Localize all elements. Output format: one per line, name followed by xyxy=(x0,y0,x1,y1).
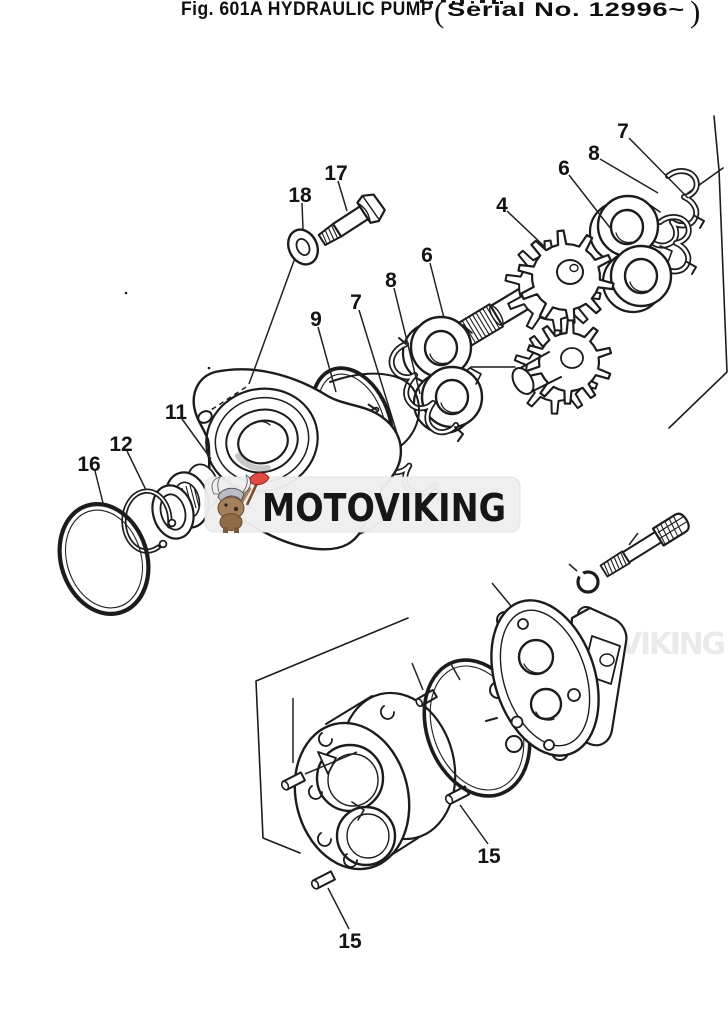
watermark-brand-text: MOTOVIKING xyxy=(262,486,506,530)
viking-mascot-icon xyxy=(211,472,270,533)
callout-leader-15 xyxy=(327,887,350,930)
cover-bolt xyxy=(599,512,690,578)
bolt-17 xyxy=(317,193,386,247)
bearing-plate-6-right xyxy=(588,194,673,314)
part-callout-4: 4 xyxy=(496,194,508,217)
callout-leader-6 xyxy=(429,262,445,319)
seal-clip-icon xyxy=(388,337,464,442)
serial-note: Serial No. 12996~ xyxy=(447,0,685,21)
serial-paren-open: ( xyxy=(434,0,444,29)
callout-leader-7 xyxy=(358,309,400,441)
part-callout-16: 16 xyxy=(77,453,100,476)
part-callout-15: 15 xyxy=(477,845,501,868)
part-callout-6: 6 xyxy=(558,157,570,180)
figure-title: Fig. 601A HYDRAULIC PUMP xyxy=(181,0,433,20)
callout-leader-17 xyxy=(337,180,348,212)
part-callout-17: 17 xyxy=(324,162,347,185)
callout-leader-7 xyxy=(628,137,689,199)
callout-leader-16 xyxy=(94,470,104,504)
callout-leader-18 xyxy=(301,202,304,230)
callout-leader-6 xyxy=(568,174,612,230)
dowel-pin-15 xyxy=(310,870,336,890)
callout-leader-4 xyxy=(506,210,546,248)
part-callout-18: 18 xyxy=(288,184,312,207)
part-callout-9: 9 xyxy=(310,308,322,331)
part-callout-15: 15 xyxy=(338,930,362,953)
part-callout-8: 8 xyxy=(385,269,397,292)
snap-ring-12 xyxy=(121,488,177,554)
callout-leader-8 xyxy=(599,158,659,194)
part-callout-11: 11 xyxy=(165,401,188,424)
o-ring-16 xyxy=(57,502,151,616)
bearing-and-washers-12-group xyxy=(151,463,220,540)
drive-gear-4 xyxy=(504,229,615,335)
upper-pump-assembly xyxy=(57,168,705,616)
watermark-badge: MOTOVIKING xyxy=(204,472,521,533)
lock-washer xyxy=(575,569,600,594)
part-callout-6: 6 xyxy=(421,244,433,267)
title-block: Fig. 601A HYDRAULIC PUMP ( Serial No. 12… xyxy=(181,0,700,29)
cropped-japanese-text-fragments xyxy=(420,0,503,4)
driven-gear xyxy=(511,319,613,415)
gear-housing-spacer xyxy=(293,691,457,871)
part-callout-7: 7 xyxy=(617,120,629,143)
dowel-pin-15 xyxy=(280,771,306,791)
rear-cover xyxy=(489,599,628,761)
part-callout-8: 8 xyxy=(588,142,600,165)
static-leader-lines xyxy=(124,257,639,775)
washer-18 xyxy=(287,228,319,266)
callout-leader-15 xyxy=(459,804,489,845)
callout-leader-12 xyxy=(126,450,147,491)
assembly-frame-lines xyxy=(255,115,728,854)
callout-leader-9 xyxy=(317,326,337,393)
callout-leader-11 xyxy=(181,418,212,460)
serial-paren-close: ) xyxy=(690,0,700,29)
lower-pump-assembly xyxy=(280,512,690,890)
callout-leader-8 xyxy=(393,287,421,395)
part-callout-7: 7 xyxy=(350,291,362,314)
spacer-bolt-holes xyxy=(308,705,395,868)
part-callout-12: 12 xyxy=(109,433,132,456)
dowel-pin-15 xyxy=(444,785,470,805)
